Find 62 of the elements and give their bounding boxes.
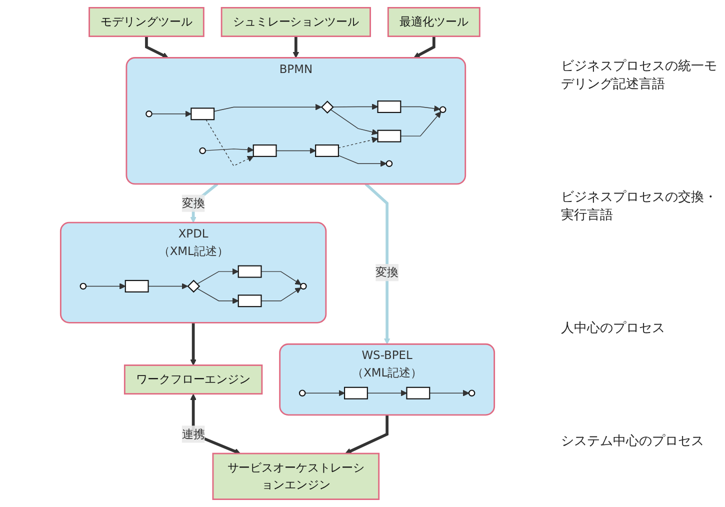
arrow [145, 36, 168, 58]
note-text: ビジネスプロセスの交換・実行言語 [561, 189, 718, 224]
node-circle [199, 147, 206, 154]
node-box [252, 144, 277, 157]
note-text: システム中心のプロセス [561, 432, 705, 450]
arrow [190, 394, 241, 454]
node-box [315, 144, 339, 157]
arrow [214, 104, 322, 112]
arrow [345, 414, 388, 454]
node-box [377, 100, 402, 113]
edge-label: 変換 [376, 265, 399, 280]
arrow [86, 283, 126, 290]
arrow [276, 148, 316, 154]
node-box: 最適化ツール [387, 7, 480, 38]
node-circle [146, 110, 152, 118]
node-box: ワークフローエンジン [124, 364, 263, 395]
arrow [429, 390, 470, 396]
arrow [367, 390, 408, 396]
arrow [148, 283, 188, 290]
edge-label: 連携 [182, 427, 205, 441]
node-box [377, 130, 402, 142]
arrow [190, 322, 196, 366]
node-circle [300, 282, 307, 290]
node-diamond [187, 280, 200, 293]
arrow [196, 268, 239, 284]
arrow [332, 104, 378, 110]
node-circle [439, 106, 446, 113]
node-circle [386, 160, 393, 167]
arrow [206, 119, 254, 166]
node-box: モデリングツール [88, 7, 204, 38]
node-circle [298, 390, 306, 396]
node-box [344, 386, 368, 400]
arrow [338, 136, 378, 148]
arrow [151, 110, 192, 118]
cluster: WS-BPEL （XML記述） [279, 343, 496, 416]
note-text: ビジネスプロセスの統一モデリング記述言語 [561, 58, 718, 94]
arrow [260, 287, 302, 302]
node-box [238, 294, 262, 308]
cluster: XPDL （XML記述） [60, 222, 327, 324]
node-box [190, 108, 215, 120]
arrow [260, 271, 302, 285]
node-box: シュミレーションツール [220, 7, 371, 38]
node-box: サービスオーケストレーションエンジン [212, 452, 380, 500]
arrow [205, 146, 254, 153]
node-circle [80, 282, 87, 290]
cluster: BPMN [126, 57, 466, 185]
arrow [292, 36, 300, 58]
arrow [414, 36, 436, 58]
arrow [196, 288, 239, 304]
arrow [364, 182, 390, 344]
node-circle [468, 390, 476, 396]
arrow [400, 112, 442, 136]
node-box [406, 386, 430, 400]
arrow [330, 109, 378, 136]
edge-label: 変換 [182, 196, 205, 210]
node-diamond [320, 100, 334, 114]
arrow [304, 390, 345, 396]
note-text: 人中心のプロセス [561, 320, 666, 337]
arrow [338, 155, 387, 167]
node-box [124, 280, 149, 292]
arrow [400, 105, 440, 112]
node-box [238, 265, 262, 278]
